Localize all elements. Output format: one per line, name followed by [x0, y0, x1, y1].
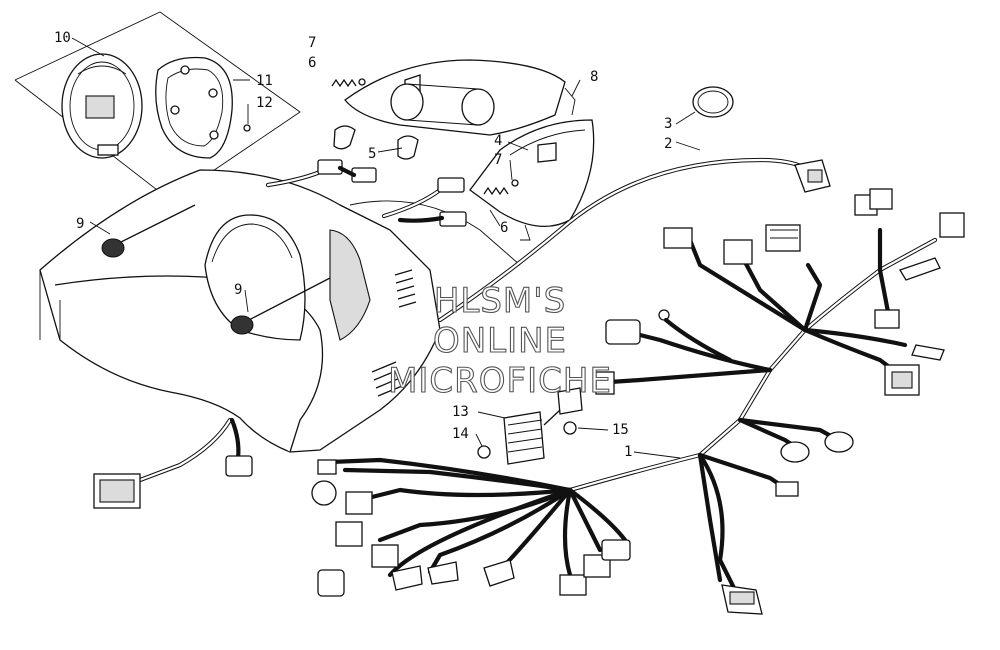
callout-1: 1	[624, 444, 632, 460]
watermark-line-1: HLSM'S	[434, 281, 566, 321]
harness-connectors-upper	[663, 224, 801, 265]
callout-6-lower: 6	[500, 220, 508, 236]
bolt-14	[477, 445, 491, 459]
callout-4: 4	[494, 133, 502, 149]
callout-7-upper: 7	[308, 35, 316, 51]
gauge-screw	[243, 124, 251, 132]
spring-upper	[331, 78, 366, 88]
callout-11: 11	[256, 73, 273, 89]
main-wiring-harness	[437, 157, 938, 593]
callout-9-upper: 9	[76, 216, 84, 232]
pod-cable	[93, 417, 253, 509]
callout-14: 14	[452, 426, 469, 442]
callout-3: 3	[664, 116, 672, 132]
headlight-connector-left	[265, 159, 377, 188]
instrument-cluster-group	[14, 11, 301, 201]
mounting-bolt-upper	[101, 204, 196, 258]
callout-6-upper: 6	[308, 55, 316, 71]
callout-labels: 10 11 12 7 6 8 4 5 7 6 3 2 9 9 13 14 15 …	[54, 30, 672, 460]
callout-13: 13	[452, 404, 469, 420]
nut-15	[563, 421, 577, 435]
handlebar-pod	[39, 169, 521, 453]
callout-5: 5	[368, 146, 376, 162]
headlight-bulb-right	[397, 135, 419, 160]
harness-connectors-lower-right	[721, 431, 854, 615]
callout-8: 8	[590, 69, 598, 85]
headlight-shroud	[344, 59, 595, 241]
harness-connectors-right	[854, 188, 965, 396]
spring-lower	[483, 179, 519, 196]
harness-lower-branch	[311, 457, 631, 597]
watermark-line-3: MICROFICHE	[388, 361, 612, 401]
callout-10: 10	[54, 30, 71, 46]
callout-2: 2	[664, 136, 672, 152]
callout-9-lower: 9	[234, 282, 242, 298]
gauge-housing	[155, 56, 233, 159]
watermark: HLSM'S ONLINE MICROFICHE	[388, 280, 612, 401]
callout-15: 15	[612, 422, 629, 438]
harness-connectors-left	[595, 309, 733, 395]
watermark-line-2: ONLINE	[433, 321, 567, 361]
callout-7-lower: 7	[494, 152, 502, 168]
vent-slats	[371, 269, 417, 397]
callout-12: 12	[256, 95, 273, 111]
voltage-regulator	[503, 387, 583, 465]
headlight-connector-right	[381, 177, 467, 227]
headlight-bulb-left	[333, 125, 356, 150]
mounting-bolt-lower	[230, 277, 331, 335]
clamp-ring	[692, 86, 734, 118]
speedometer-gauge	[61, 53, 143, 159]
harness-connector-2	[794, 159, 831, 193]
